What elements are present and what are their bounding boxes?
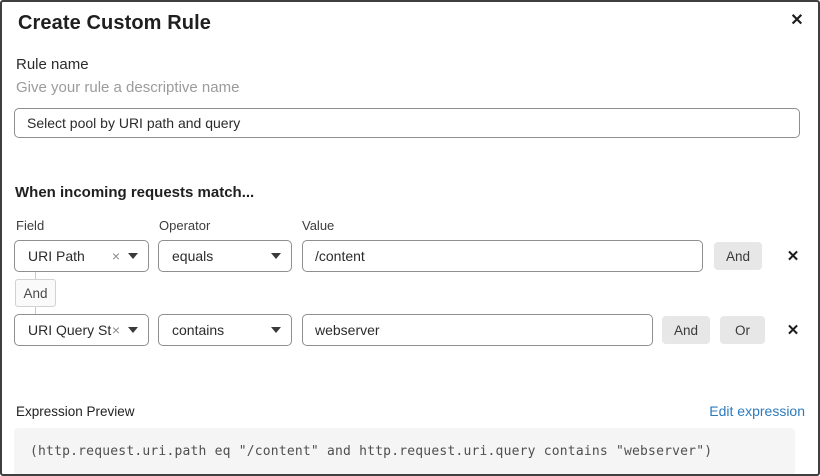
caret-down-icon [271,253,281,259]
expression-code-block: (http.request.uri.path eq "/content" and… [14,428,795,474]
field-select-row2[interactable]: URI Query St... × [14,314,149,346]
expression-preview-label: Expression Preview [16,404,135,419]
value-column-label: Value [302,218,335,233]
add-and-condition-button-row2[interactable]: And [662,316,710,344]
rule-name-label: Rule name [16,56,89,73]
condition-connector: And [14,272,818,314]
matcher-column-labels: Field Operator Value [16,218,802,233]
value-input-row1[interactable] [302,240,703,272]
clear-selection-icon[interactable]: × [111,322,120,338]
operator-select-value: contains [172,322,225,338]
field-select-row1[interactable]: URI Path × [14,240,149,272]
operator-select-value: equals [172,248,214,264]
delete-row-icon[interactable]: ✕ [784,321,802,339]
close-icon[interactable]: ✕ [784,8,810,34]
condition-row-2: URI Query St... × contains And Or ✕ [14,314,802,346]
add-or-condition-button-row2[interactable]: Or [720,316,765,344]
caret-down-icon [271,327,281,333]
and-connector-badge: And [15,279,56,307]
edit-expression-link[interactable]: Edit expression [709,403,805,419]
page-title: Create Custom Rule [18,12,211,34]
operator-select-row1[interactable]: equals [158,240,292,272]
rule-name-input[interactable] [14,108,800,138]
field-select-value: URI Path [28,248,85,264]
connector-line-top [35,272,36,279]
expression-preview-header: Expression Preview Edit expression [16,403,805,419]
operator-select-row2[interactable]: contains [158,314,292,346]
rule-name-helper: Give your rule a descriptive name [16,79,240,96]
caret-down-icon [128,327,138,333]
matcher-heading: When incoming requests match... [15,184,255,201]
field-select-value: URI Query St... [28,322,112,338]
clear-selection-icon[interactable]: × [111,248,120,264]
delete-row-icon[interactable]: ✕ [784,247,802,265]
connector-line-bottom [35,307,36,314]
caret-down-icon [128,253,138,259]
value-input-row2[interactable] [302,314,653,346]
condition-row-1: URI Path × equals And ✕ [14,240,802,272]
dialog-header: Create Custom Rule ✕ [2,2,818,35]
rule-name-section: Rule name Give your rule a descriptive n… [14,56,802,138]
operator-column-label: Operator [159,218,211,233]
add-and-condition-button-row1[interactable]: And [714,242,762,270]
field-column-label: Field [16,218,45,233]
